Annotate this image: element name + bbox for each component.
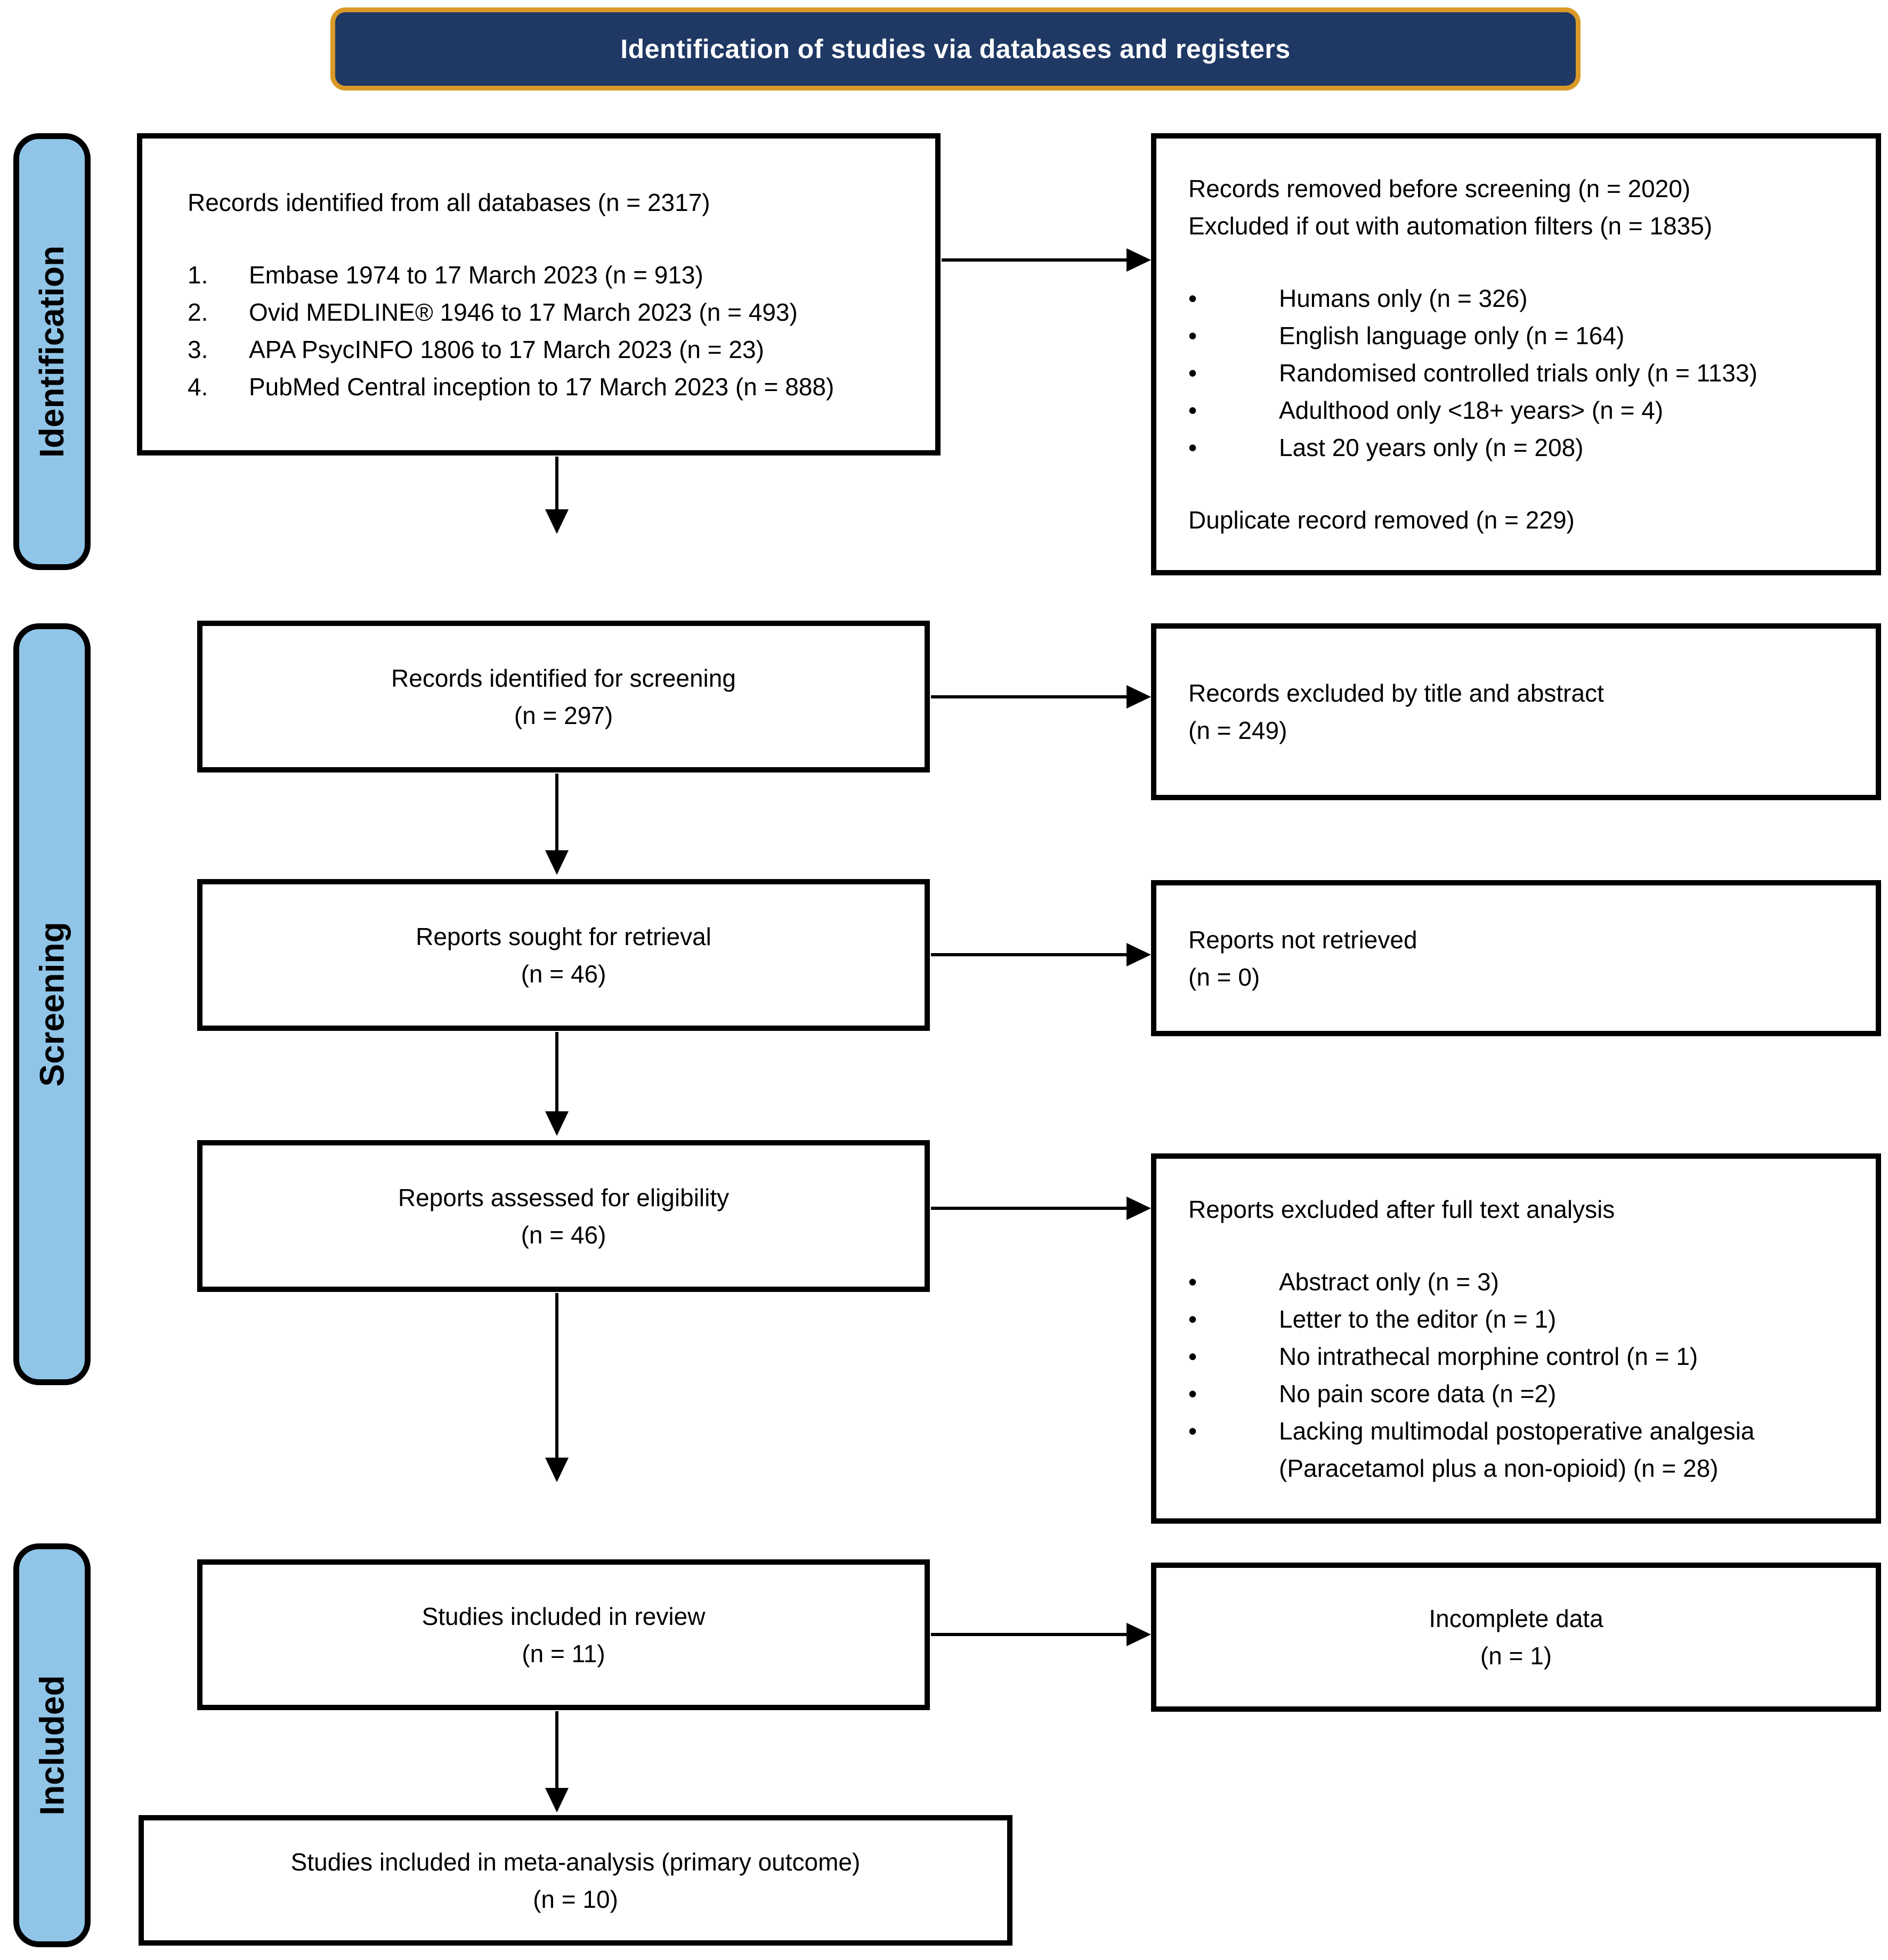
- database-item: 2. Ovid MEDLINE® 1946 to 17 March 2023 (…: [188, 294, 798, 331]
- title-banner-label: Identification of studies via databases …: [620, 34, 1291, 64]
- bullet-text: Randomised controlled trials only (n = 1…: [1279, 359, 1757, 387]
- fulltext-bullet: Letter to the editor (n = 1): [1188, 1300, 1556, 1338]
- arrow-sought-down: [545, 1032, 569, 1136]
- arrow-screening-down: [545, 774, 569, 875]
- meta-analysis-line1: Studies included in meta-analysis (prima…: [290, 1848, 861, 1876]
- records-removed-line2: Excluded if out with automation filters …: [1188, 212, 1713, 240]
- item-text: APA PsycINFO 1806 to 17 March 2023 (n = …: [249, 335, 764, 363]
- bullet-icon: [1188, 1412, 1279, 1487]
- arrow-assessed-to-fulltext: [931, 1197, 1151, 1220]
- reports-assessed-line1: Reports assessed for eligibility: [398, 1183, 730, 1211]
- stage-bar-identification: Identification: [13, 133, 91, 570]
- bullet-text: Adulthood only <18+ years> (n = 4): [1279, 396, 1664, 424]
- arrow-sought-to-not-retrieved: [931, 943, 1151, 966]
- box-included-review: Studies included in review (n = 11): [197, 1559, 930, 1710]
- bullet-icon: [1188, 1375, 1279, 1412]
- fulltext-bullet: No intrathecal morphine control (n = 1): [1188, 1338, 1698, 1375]
- reports-sought-count: (n = 46): [521, 959, 606, 988]
- reports-sought-line1: Reports sought for retrieval: [416, 922, 711, 950]
- box-incomplete-data: Incomplete data (n = 1): [1151, 1563, 1881, 1712]
- box-records-removed: Records removed before screening (n = 20…: [1151, 133, 1881, 575]
- removed-bullet: Last 20 years only (n = 208): [1188, 429, 1584, 466]
- box-excluded-fulltext: Reports excluded after full text analysi…: [1151, 1153, 1881, 1524]
- removed-bullet: Randomised controlled trials only (n = 1…: [1188, 354, 1757, 392]
- excluded-fulltext-title: Reports excluded after full text analysi…: [1188, 1195, 1615, 1223]
- stage-bar-included: Included: [13, 1543, 91, 1947]
- box-reports-not-retrieved: Reports not retrieved (n = 0): [1151, 880, 1881, 1036]
- item-text: Ovid MEDLINE® 1946 to 17 March 2023 (n =…: [249, 298, 798, 326]
- bullet-icon: [1188, 354, 1279, 392]
- bullet-text: No intrathecal morphine control (n = 1): [1279, 1342, 1698, 1370]
- records-removed-line1: Records removed before screening (n = 20…: [1188, 175, 1691, 202]
- item-number: 3.: [188, 335, 208, 363]
- arrow-review-down: [545, 1711, 569, 1812]
- reports-assessed-count: (n = 46): [521, 1221, 606, 1249]
- box-reports-assessed: Reports assessed for eligibility (n = 46…: [197, 1140, 930, 1292]
- bullet-icon: [1188, 317, 1279, 354]
- included-review-count: (n = 11): [522, 1639, 605, 1668]
- bullet-icon: [1188, 280, 1279, 317]
- item-number: 1.: [188, 261, 208, 289]
- fulltext-bullet: Abstract only (n = 3): [1188, 1263, 1499, 1300]
- meta-analysis-count: (n = 10): [533, 1885, 618, 1913]
- title-banner: Identification of studies via databases …: [330, 7, 1581, 91]
- bullet-text: Last 20 years only (n = 208): [1279, 434, 1584, 461]
- bullet-text: Letter to the editor (n = 1): [1279, 1305, 1557, 1333]
- records-screening-count: (n = 297): [514, 701, 613, 729]
- included-review-line1: Studies included in review: [422, 1602, 706, 1630]
- stage-label-screening: Screening: [33, 922, 71, 1087]
- arrow-assessed-down: [545, 1293, 569, 1482]
- removed-bullet: Adulthood only <18+ years> (n = 4): [1188, 392, 1663, 429]
- database-item: 3. APA PsycINFO 1806 to 17 March 2023 (n…: [188, 331, 764, 368]
- records-identified-title: Records identified from all databases (n…: [188, 188, 710, 216]
- database-item: 4. PubMed Central inception to 17 March …: [188, 368, 834, 405]
- box-reports-sought: Reports sought for retrieval (n = 46): [197, 879, 930, 1031]
- box-records-screening: Records identified for screening (n = 29…: [197, 621, 930, 772]
- bullet-icon: [1188, 429, 1279, 466]
- bullet-icon: [1188, 1300, 1279, 1338]
- records-screening-line1: Records identified for screening: [391, 664, 736, 692]
- bullet-icon: [1188, 1338, 1279, 1375]
- bullet-text: Abstract only (n = 3): [1279, 1267, 1499, 1296]
- box-meta-analysis: Studies included in meta-analysis (prima…: [139, 1815, 1012, 1946]
- excluded-title-abstract-line1: Records excluded by title and abstract: [1188, 679, 1604, 707]
- box-records-identified: Records identified from all databases (n…: [137, 133, 941, 456]
- item-number: 4.: [188, 372, 208, 401]
- item-number: 2.: [188, 298, 208, 326]
- removed-bullet: Humans only (n = 326): [1188, 280, 1528, 317]
- incomplete-data-count: (n = 1): [1480, 1642, 1552, 1670]
- reports-not-retrieved-count: (n = 0): [1188, 963, 1260, 991]
- item-text: Embase 1974 to 17 March 2023 (n = 913): [249, 261, 703, 289]
- item-text: PubMed Central inception to 17 March 202…: [249, 372, 834, 401]
- bullet-text: No pain score data (n =2): [1279, 1379, 1557, 1408]
- bullet-icon: [1188, 392, 1279, 429]
- stage-label-included: Included: [33, 1675, 71, 1816]
- bullet-text: Lacking multimodal postoperative analges…: [1279, 1417, 1755, 1482]
- arrow-review-to-incomplete: [931, 1623, 1151, 1646]
- arrow-identified-down: [545, 457, 569, 534]
- box-excluded-title-abstract: Records excluded by title and abstract (…: [1151, 623, 1881, 800]
- duplicates-removed-text: Duplicate record removed (n = 229): [1188, 506, 1575, 534]
- stage-label-identification: Identification: [33, 245, 71, 458]
- excluded-title-abstract-count: (n = 249): [1188, 717, 1287, 744]
- reports-not-retrieved-line1: Reports not retrieved: [1188, 925, 1417, 954]
- removed-bullet: English language only (n = 164): [1188, 317, 1624, 354]
- arrow-identified-to-removed: [942, 248, 1151, 272]
- incomplete-data-line1: Incomplete data: [1429, 1605, 1603, 1632]
- stage-bar-screening: Screening: [13, 623, 91, 1385]
- arrow-screening-to-excluded: [931, 685, 1151, 709]
- bullet-text: Humans only (n = 326): [1279, 284, 1528, 312]
- bullet-icon: [1188, 1263, 1279, 1300]
- bullet-text: English language only (n = 164): [1279, 322, 1625, 349]
- fulltext-bullet: No pain score data (n =2): [1188, 1375, 1556, 1412]
- database-item: 1. Embase 1974 to 17 March 2023 (n = 913…: [188, 256, 703, 294]
- fulltext-bullet: Lacking multimodal postoperative analges…: [1188, 1412, 1860, 1487]
